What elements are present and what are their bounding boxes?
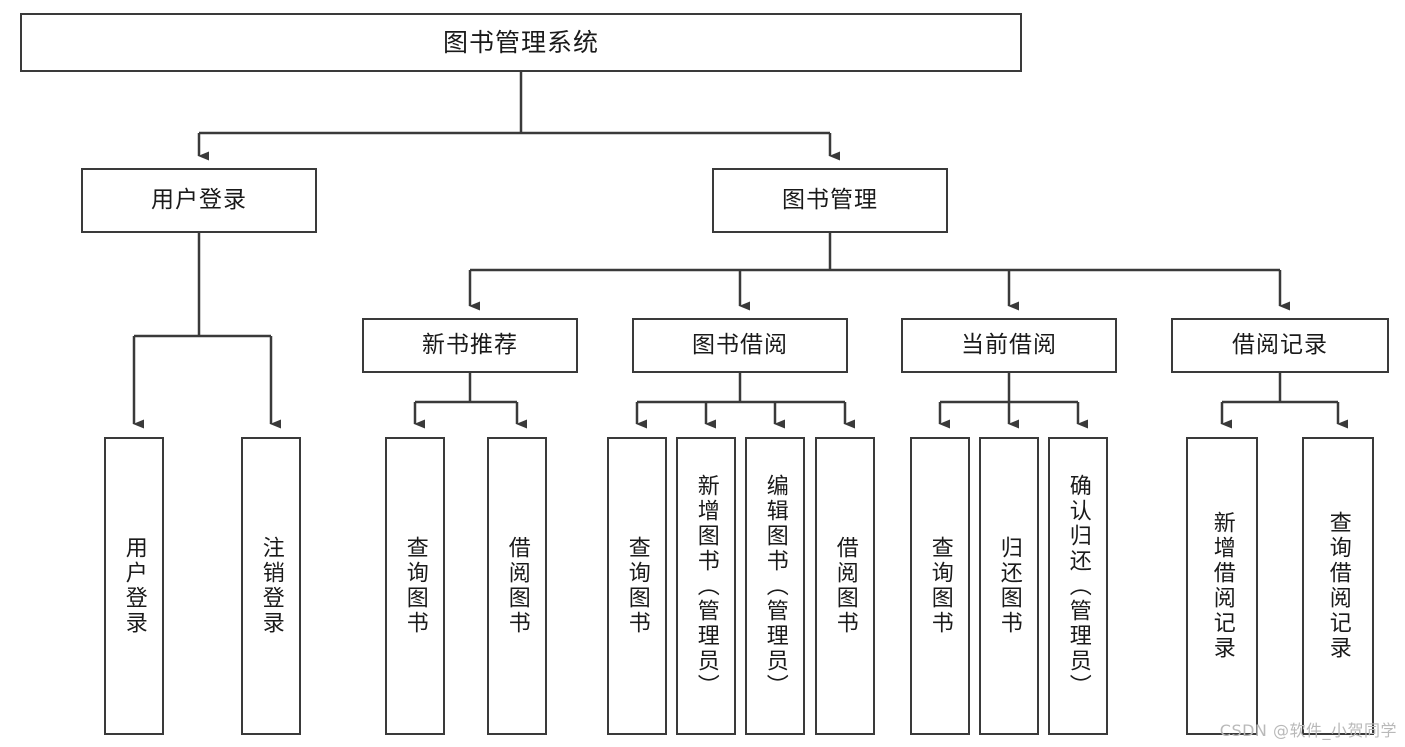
node-leaf-add-record-label: 新增借阅记录: [1209, 511, 1235, 661]
node-leaf-edit-book-label: 编辑图书（管理员）: [762, 473, 788, 699]
node-leaf-add-record[interactable]: 新增借阅记录: [1186, 437, 1258, 735]
node-leaf-add-book-label: 新增图书（管理员）: [693, 473, 719, 699]
node-borrow-record-label: 借阅记录: [1232, 331, 1328, 358]
node-leaf-query-record[interactable]: 查询借阅记录: [1302, 437, 1374, 735]
node-borrow-record[interactable]: 借阅记录: [1171, 318, 1389, 373]
node-leaf-query-record-label: 查询借阅记录: [1325, 511, 1351, 661]
node-leaf-confirm-return-label: 确认归还（管理员）: [1065, 473, 1091, 699]
node-leaf-query-book-3-label: 查询图书: [927, 536, 953, 636]
csdn-watermark: CSDN @软件_小贺同学: [1219, 721, 1397, 740]
node-leaf-confirm-return[interactable]: 确认归还（管理员）: [1048, 437, 1108, 735]
node-leaf-borrow-book-1-label: 借阅图书: [504, 536, 530, 636]
node-leaf-user-logout-label: 注销登录: [258, 536, 284, 636]
node-book-borrow[interactable]: 图书借阅: [632, 318, 848, 373]
node-current-borrow-label: 当前借阅: [961, 331, 1057, 358]
node-book-manage[interactable]: 图书管理: [712, 168, 948, 233]
node-book-borrow-label: 图书借阅: [692, 331, 788, 358]
node-leaf-return-book[interactable]: 归还图书: [979, 437, 1039, 735]
node-leaf-query-book-1[interactable]: 查询图书: [385, 437, 445, 735]
node-root-system-label: 图书管理系统: [442, 27, 599, 57]
node-leaf-user-login[interactable]: 用户登录: [104, 437, 164, 735]
node-leaf-borrow-book-2-label: 借阅图书: [832, 536, 858, 636]
node-book-manage-label: 图书管理: [782, 186, 878, 213]
node-leaf-query-book-1-label: 查询图书: [402, 536, 428, 636]
node-leaf-borrow-book-2[interactable]: 借阅图书: [815, 437, 875, 735]
node-leaf-user-logout[interactable]: 注销登录: [241, 437, 301, 735]
node-leaf-query-book-2[interactable]: 查询图书: [607, 437, 667, 735]
node-leaf-add-book[interactable]: 新增图书（管理员）: [676, 437, 736, 735]
node-leaf-query-book-2-label: 查询图书: [624, 536, 650, 636]
node-new-book-rec-label: 新书推荐: [422, 331, 518, 358]
node-current-borrow[interactable]: 当前借阅: [901, 318, 1117, 373]
node-new-book-rec[interactable]: 新书推荐: [362, 318, 578, 373]
node-user-login-label: 用户登录: [151, 186, 247, 213]
node-leaf-query-book-3[interactable]: 查询图书: [910, 437, 970, 735]
node-leaf-user-login-label: 用户登录: [121, 536, 147, 636]
node-leaf-borrow-book-1[interactable]: 借阅图书: [487, 437, 547, 735]
node-leaf-edit-book[interactable]: 编辑图书（管理员）: [745, 437, 805, 735]
node-root-system[interactable]: 图书管理系统: [20, 13, 1022, 72]
node-user-login[interactable]: 用户登录: [81, 168, 317, 233]
node-leaf-return-book-label: 归还图书: [996, 536, 1022, 636]
